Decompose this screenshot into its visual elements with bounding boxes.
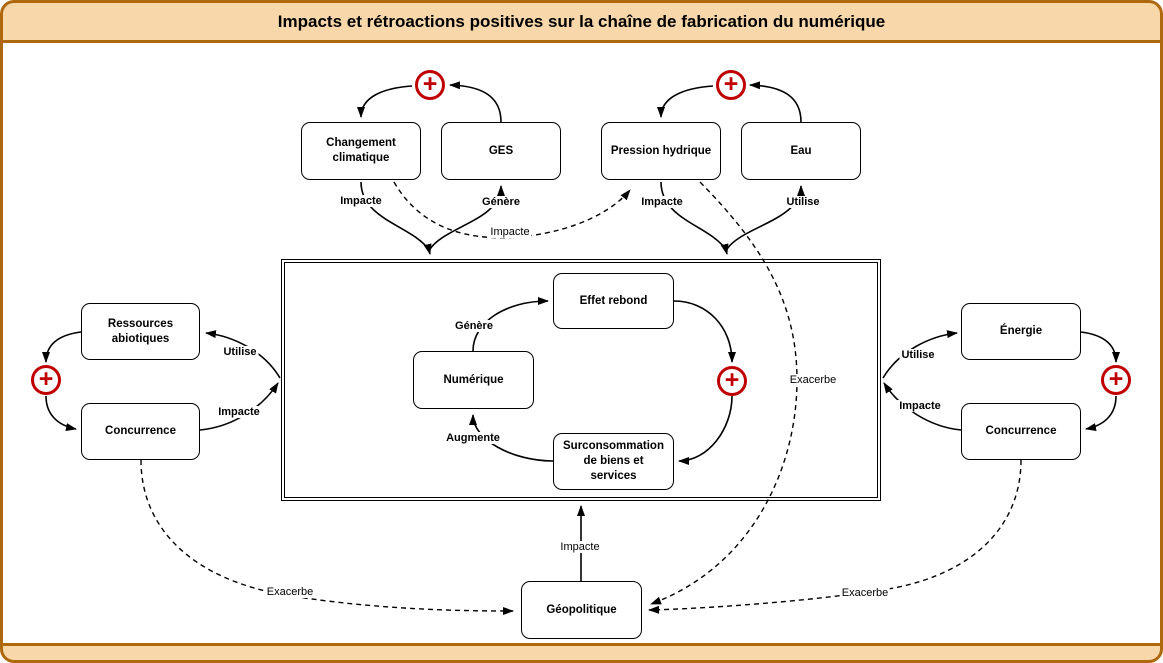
node-eau: Eau	[741, 122, 861, 180]
edge-label-impacte-climat-hydrique: Impacte	[488, 226, 532, 238]
edge-label-exacerbe-gauche: Exacerbe	[264, 586, 316, 598]
edge-centre-utilise-eau	[726, 185, 805, 250]
plus-circle-icon: +	[717, 366, 747, 396]
node-ressources-abiotiques: Ressources abiotiques	[81, 303, 200, 360]
edge-label-genere-ges: Génère	[480, 196, 522, 208]
edge-label-utilise-ressources: Utilise	[221, 346, 259, 358]
plus-circle-icon: +	[31, 365, 61, 395]
edge-label-impacte-geopolitique: Impacte	[558, 541, 602, 553]
node-geopolitique: Géopolitique	[521, 581, 642, 639]
edge-plus-tr-to-pression	[657, 85, 714, 118]
edge-concurrence-impacte-centre-right	[883, 382, 962, 431]
edge-ges-to-plus-tl	[449, 81, 502, 123]
numerique-system-boundary	[281, 259, 881, 501]
edge-concurrence-droite-exacerbe-geopolitique-dashed	[648, 459, 1022, 614]
edge-plus-left-to-concurrence	[45, 395, 77, 431]
edge-surconsommation-augmente-numerique	[469, 414, 554, 462]
edge-label-impacte-hydrique: Impacte	[639, 196, 685, 208]
edge-label-utilise-energie: Utilise	[899, 349, 937, 361]
node-surconsommation: Surconsommation de biens et services	[553, 433, 674, 490]
edge-label-impacte-climat: Impacte	[338, 195, 384, 207]
edge-label-exacerbe-hydrique: Exacerbe	[787, 374, 839, 386]
diagram-title: Impacts et rétroactions positives sur la…	[277, 12, 886, 31]
edge-ressources-to-plus-left	[42, 331, 82, 363]
edge-centre-genere-ges	[429, 185, 505, 250]
edge-label-utilise-eau: Utilise	[784, 196, 822, 208]
node-concurrence-droite: Concurrence	[961, 403, 1081, 460]
edge-eau-to-plus-tr	[749, 81, 802, 123]
edge-label-genere-effet-rebond: Génère	[453, 320, 495, 332]
edge-centre-utilise-energie	[882, 330, 958, 379]
edge-energie-to-plus-right	[1080, 331, 1120, 363]
node-changement-climatique: Changement climatique	[301, 122, 421, 180]
plus-circle-icon: +	[415, 70, 445, 100]
node-concurrence-gauche: Concurrence	[81, 403, 200, 460]
edge-changement-impacte-centre	[360, 181, 432, 255]
node-pression-hydrique: Pression hydrique	[601, 122, 721, 180]
edge-pression-impacte-centre	[660, 181, 729, 255]
plus-circle-icon: +	[716, 70, 746, 100]
plus-circle-icon: +	[1101, 365, 1131, 395]
edge-plus-right-to-concurrence	[1085, 395, 1117, 431]
edge-label-impacte-concurrence-gauche: Impacte	[216, 406, 262, 418]
edge-numerique-genere-effet	[472, 297, 549, 352]
edge-concurrence-gauche-exacerbe-geopolitique-dashed	[140, 459, 514, 615]
node-numerique: Numérique	[413, 351, 534, 409]
node-energie: Énergie	[961, 303, 1081, 360]
edge-label-exacerbe-droite: Exacerbe	[839, 587, 891, 599]
edge-plus-tl-to-changement	[357, 85, 413, 118]
edge-effet-to-plus-inner	[673, 300, 736, 363]
node-ges: GES	[441, 122, 561, 180]
edge-label-augmente-numerique: Augmente	[444, 432, 502, 444]
node-effet-rebond: Effet rebond	[553, 273, 674, 329]
edge-label-impacte-concurrence-droite: Impacte	[897, 400, 943, 412]
edge-plus-inner-to-surconsommation	[678, 395, 733, 465]
